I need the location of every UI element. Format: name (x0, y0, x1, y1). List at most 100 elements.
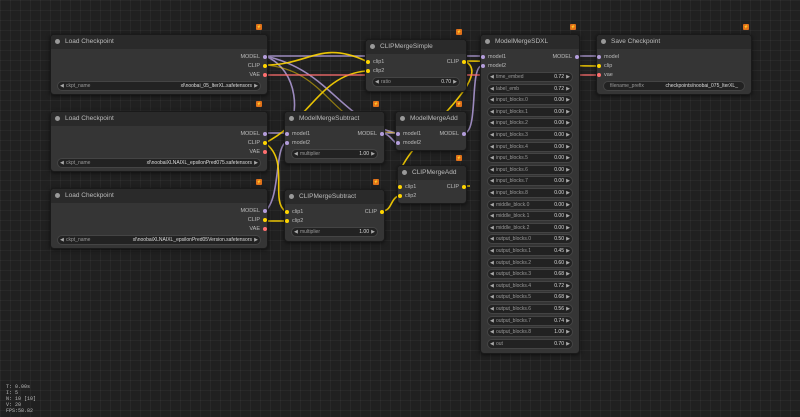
input-clip[interactable]: clip (597, 62, 612, 70)
node-title[interactable]: CLIPMergeAdd (398, 166, 466, 180)
output-clip[interactable]: CLIP (365, 208, 384, 216)
output-clip[interactable]: CLIP (248, 139, 267, 147)
clip-merge-add-node[interactable]: CLIPMergeAdd clip1 clip2 CLIP (397, 165, 467, 204)
input-clip2[interactable]: clip2 (398, 192, 416, 200)
arrow-right-icon[interactable]: ▶ (371, 151, 375, 157)
output-clip[interactable]: CLIP (248, 62, 267, 70)
arrow-left-icon[interactable]: ◀ (490, 271, 494, 278)
arrow-left-icon[interactable]: ◀ (490, 132, 494, 138)
load-checkpoint-node-3[interactable]: Load Checkpoint MODEL CLIP VAE ◀ ckpt_na… (50, 188, 268, 249)
arrow-left-icon[interactable]: ◀ (490, 329, 494, 336)
output-vae[interactable]: VAE (249, 225, 267, 233)
input-clip1[interactable]: clip1 (285, 208, 303, 216)
arrow-right-icon[interactable]: ▶ (566, 143, 570, 150)
input-model1[interactable]: model1 (396, 130, 421, 138)
ckpt-name-combo[interactable]: ◀ ckpt_name xl\noobaiXLNAIXL_epsilonPred… (57, 235, 261, 245)
collapse-dot-icon[interactable] (400, 116, 405, 121)
arrow-right-icon[interactable]: ▶ (566, 340, 570, 347)
arrow-right-icon[interactable]: ▶ (566, 120, 570, 127)
arrow-right-icon[interactable]: ▶ (566, 190, 570, 196)
multiplier-slider[interactable]: ◀ multiplier 1.00 ▶ (291, 149, 378, 159)
arrow-left-icon[interactable]: ◀ (60, 237, 64, 243)
input-model2[interactable]: model2 (481, 62, 506, 70)
input-model1[interactable]: model1 (481, 53, 506, 61)
arrow-left-icon[interactable]: ◀ (490, 201, 494, 208)
collapse-dot-icon[interactable] (402, 170, 407, 175)
arrow-left-icon[interactable]: ◀ (294, 229, 298, 235)
output-clip[interactable]: CLIP (248, 216, 267, 224)
load-checkpoint-node-2[interactable]: Load Checkpoint MODEL CLIP VAE ◀ ckpt_na… (50, 111, 268, 172)
collapse-dot-icon[interactable] (55, 39, 60, 44)
arrow-left-icon[interactable]: ◀ (490, 224, 494, 231)
arrow-right-icon[interactable]: ▶ (254, 160, 258, 166)
collapse-dot-icon[interactable] (601, 39, 606, 44)
arrow-right-icon[interactable]: ▶ (566, 294, 570, 301)
arrow-left-icon[interactable]: ◀ (490, 259, 494, 266)
output-model[interactable]: MODEL (240, 207, 267, 215)
arrow-left-icon[interactable]: ◀ (60, 83, 64, 89)
collapse-dot-icon[interactable] (289, 194, 294, 199)
output-clip[interactable]: CLIP (447, 183, 466, 191)
model-merge-subtract-node[interactable]: ModelMergeSubtract model1 model2 MODEL ◀… (284, 111, 385, 164)
arrow-left-icon[interactable]: ◀ (490, 155, 494, 162)
model-merge-sdxl-node[interactable]: ModelMergeSDXL model1 model2 MODEL ◀time… (480, 34, 580, 354)
arrow-right-icon[interactable]: ▶ (566, 224, 570, 231)
arrow-left-icon[interactable]: ◀ (294, 151, 298, 157)
clip-merge-simple-node[interactable]: CLIPMergeSimple clip1 clip2 CLIP ◀ ratio… (365, 39, 467, 92)
collapse-dot-icon[interactable] (289, 116, 294, 121)
node-title[interactable]: ModelMergeSubtract (285, 112, 384, 126)
arrow-right-icon[interactable]: ▶ (566, 236, 570, 243)
arrow-right-icon[interactable]: ▶ (566, 97, 570, 104)
arrow-right-icon[interactable]: ▶ (566, 166, 570, 173)
arrow-right-icon[interactable]: ▶ (566, 201, 570, 208)
arrow-left-icon[interactable]: ◀ (490, 74, 494, 80)
arrow-left-icon[interactable]: ◀ (60, 160, 64, 166)
arrow-right-icon[interactable]: ▶ (566, 108, 570, 115)
save-checkpoint-node[interactable]: Save Checkpoint model clip vae filename_… (596, 34, 752, 95)
node-title[interactable]: CLIPMergeSubtract (285, 190, 384, 204)
arrow-right-icon[interactable]: ▶ (566, 306, 570, 312)
arrow-left-icon[interactable]: ◀ (490, 143, 494, 150)
input-model1[interactable]: model1 (285, 130, 310, 138)
clip-merge-subtract-node[interactable]: CLIPMergeSubtract clip1 clip2 CLIP ◀ mul… (284, 189, 385, 242)
ckpt-name-combo[interactable]: ◀ ckpt_name xl\noobai_05_lterXL.safetens… (57, 81, 261, 91)
input-model[interactable]: model (597, 53, 619, 61)
input-clip1[interactable]: clip1 (366, 58, 384, 66)
arrow-left-icon[interactable]: ◀ (490, 317, 494, 324)
input-clip1[interactable]: clip1 (398, 183, 416, 191)
arrow-left-icon[interactable]: ◀ (490, 85, 494, 92)
arrow-right-icon[interactable]: ▶ (254, 237, 258, 243)
output-model[interactable]: MODEL (240, 53, 267, 61)
model-merge-add-node[interactable]: ModelMergeAdd model1 model2 MODEL (395, 111, 467, 151)
node-title[interactable]: ModelMergeAdd (396, 112, 466, 126)
arrow-left-icon[interactable]: ◀ (490, 190, 494, 196)
filename-prefix-input[interactable]: filename_prefix checkpoints/noobai_075_l… (603, 81, 745, 91)
output-vae[interactable]: VAE (249, 148, 267, 156)
arrow-right-icon[interactable]: ▶ (566, 213, 570, 220)
output-vae[interactable]: VAE (249, 71, 267, 79)
arrow-right-icon[interactable]: ▶ (566, 329, 570, 336)
node-title[interactable]: ModelMergeSDXL (481, 35, 579, 49)
arrow-right-icon[interactable]: ▶ (566, 178, 570, 185)
input-model2[interactable]: model2 (396, 139, 421, 147)
arrow-left-icon[interactable]: ◀ (490, 236, 494, 243)
arrow-left-icon[interactable]: ◀ (375, 79, 379, 85)
arrow-left-icon[interactable]: ◀ (490, 108, 494, 115)
